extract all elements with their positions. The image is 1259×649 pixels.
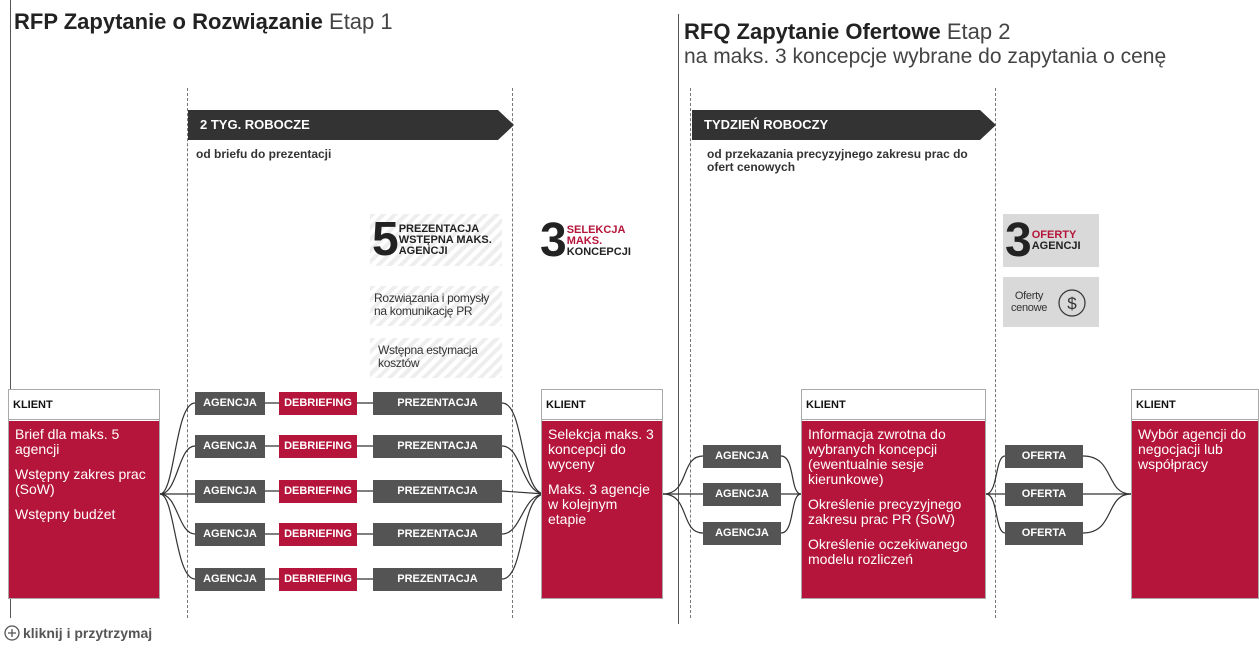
phase1-description: od briefu do prezentacji	[196, 147, 332, 161]
client-box-header: KLIENT	[802, 390, 985, 420]
agency-pill: AGENCJA	[195, 392, 265, 415]
presentation-pill: PREZENTACJA	[373, 523, 502, 546]
client-box-selection: KLIENT Selekcja maks. 3 koncepcji do wyc…	[541, 389, 663, 599]
client-box-body: Selekcja maks. 3 koncepcji do wyceny Mak…	[542, 421, 662, 598]
presentation-pill: PREZENTACJA	[373, 392, 502, 415]
debriefing-pill: DEBRIEFING	[279, 435, 357, 458]
client-box-header: KLIENT	[542, 390, 662, 420]
offer-pill: OFERTA	[1005, 445, 1083, 468]
stat-prezentacja: 5 PREZENTACJA WSTĘPNA MAKS. AGENCJI	[370, 214, 502, 266]
debriefing-pill: DEBRIEFING	[279, 392, 357, 415]
plus-circle-icon	[4, 625, 20, 641]
phase1-start-line	[187, 88, 188, 618]
client-box-body: Brief dla maks. 5 agencji Wstępny zakres…	[9, 421, 159, 598]
left-border-line	[10, 0, 11, 618]
presentation-pill: PREZENTACJA	[373, 480, 502, 503]
svg-text:$: $	[1067, 294, 1077, 313]
stat-oferty-box	[1003, 214, 1099, 267]
phase1-end-line	[512, 88, 513, 618]
stat-selekcja: 3 SELEKCJA MAKS. KONCEPCJI	[540, 214, 631, 267]
agency-pill: AGENCJA	[195, 435, 265, 458]
client-box-choice: KLIENT Wybór agencji do negocjacji lub w…	[1131, 389, 1259, 599]
oferty-cenowe-box	[1003, 277, 1099, 327]
oferty-cenowe-label: Oferty cenowe	[1010, 290, 1048, 314]
phase1-duration-banner: 2 TYG. ROBOCZE	[188, 110, 514, 140]
client-box-body: Wybór agencji do negocjacji lub współpra…	[1132, 421, 1258, 598]
client-box-header: KLIENT	[9, 390, 159, 420]
note-cost-estimate: Wstępna estymacja kosztów	[370, 338, 502, 378]
phase2-end-line	[995, 88, 996, 618]
stage2-subtitle: na maks. 3 koncepcje wybrane do zapytani…	[684, 45, 1167, 68]
agency-pill: AGENCJA	[703, 483, 781, 506]
client-box-brief: KLIENT Brief dla maks. 5 agencji Wstępny…	[8, 389, 160, 599]
phase2-description: od przekazania precyzyjnego zakresu prac…	[707, 147, 968, 174]
agency-pill: AGENCJA	[195, 523, 265, 546]
debriefing-pill: DEBRIEFING	[279, 480, 357, 503]
client-box-body: Informacja zwrotna do wybranych koncepcj…	[802, 421, 985, 598]
presentation-pill: PREZENTACJA	[373, 435, 502, 458]
debriefing-pill: DEBRIEFING	[279, 568, 357, 591]
agency-pill: AGENCJA	[195, 568, 265, 591]
stage-divider-line	[678, 14, 679, 624]
stat-prezentacja-label: PREZENTACJA WSTĘPNA MAKS. AGENCJI	[398, 222, 492, 257]
dollar-circle-icon: $	[1058, 289, 1086, 317]
stage1-title: RFP Zapytanie o Rozwiązanie Etap 1	[14, 9, 393, 34]
agency-pill: AGENCJA	[703, 522, 781, 545]
click-and-hold-hint[interactable]: kliknij i przytrzymaj	[4, 625, 152, 641]
offer-pill: OFERTA	[1005, 483, 1083, 506]
offer-pill: OFERTA	[1005, 522, 1083, 545]
agency-pill: AGENCJA	[703, 445, 781, 468]
stat-oferty: 3 OFERTY AGENCJI	[1005, 214, 1081, 267]
note-solutions: Rozwiązania i pomysły na komunikację PR	[370, 286, 502, 326]
agency-pill: AGENCJA	[195, 480, 265, 503]
presentation-pill: PREZENTACJA	[373, 568, 502, 591]
phase2-duration-banner: TYDZIEŃ ROBOCZY	[692, 110, 996, 140]
phase2-start-line	[690, 88, 691, 618]
debriefing-pill: DEBRIEFING	[279, 523, 357, 546]
stage2-title: RFQ Zapytanie Ofertowe Etap 2	[684, 19, 1011, 44]
client-box-feedback: KLIENT Informacja zwrotna do wybranych k…	[801, 389, 986, 599]
client-box-header: KLIENT	[1132, 390, 1258, 420]
